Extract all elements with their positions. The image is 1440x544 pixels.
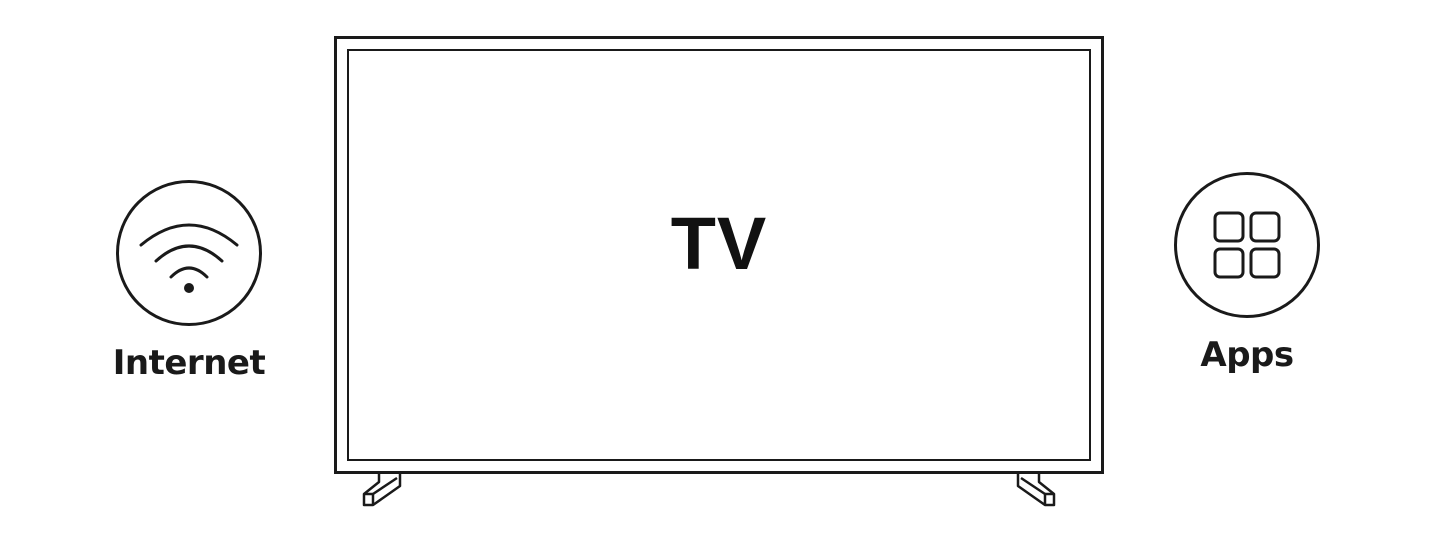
- wifi-icon: [139, 223, 239, 293]
- internet-feature: Internet: [89, 180, 289, 382]
- internet-icon-circle: [116, 180, 262, 326]
- tv-label: TV: [670, 202, 768, 285]
- tv-stand-left: [362, 471, 402, 507]
- apps-feature: Apps: [1147, 172, 1347, 374]
- tv-stand-right: [1016, 471, 1056, 507]
- internet-label: Internet: [112, 343, 266, 383]
- tv-screen: [347, 49, 1091, 461]
- tv-frame: TV: [334, 36, 1104, 474]
- apps-label: Apps: [1200, 335, 1294, 375]
- apps-grid-icon: [1213, 211, 1281, 279]
- apps-icon-circle: [1174, 172, 1320, 318]
